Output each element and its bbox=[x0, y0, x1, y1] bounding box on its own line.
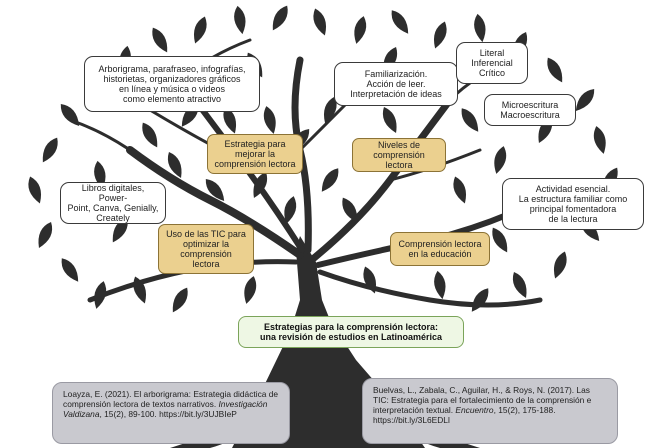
detail-familiarizacion: Familiarización. Acción de leer. Interpr… bbox=[334, 62, 458, 106]
reference-left: Loayza, E. (2021). El arborigrama: Estra… bbox=[52, 382, 290, 444]
detail-literal: Literal Inferencial Crítico bbox=[456, 42, 528, 84]
center-title: Estrategias para la comprensión lectora:… bbox=[238, 316, 464, 348]
leaf-shape bbox=[42, 137, 58, 163]
leaf-shape bbox=[172, 287, 188, 313]
leaf-shape bbox=[433, 21, 447, 49]
leaf-shape bbox=[547, 57, 563, 83]
detail-libros: Libros digitales, Power- Point, Canva, G… bbox=[60, 182, 166, 224]
leaf-shape bbox=[61, 258, 79, 282]
reference-right-tail: , 15(2), 175-188. https://bit.ly/3L6EDLl bbox=[373, 405, 556, 425]
leaf-shape bbox=[342, 197, 358, 223]
leaf-shape bbox=[223, 106, 237, 134]
leaf-shape bbox=[133, 276, 147, 304]
node-niveles: Niveles de comprensión lectora bbox=[352, 138, 446, 172]
node-educacion: Comprensión lectora en la educación bbox=[390, 232, 490, 266]
leaf-shape bbox=[553, 251, 567, 279]
leaf-shape bbox=[363, 266, 377, 294]
leaf-shape bbox=[575, 89, 595, 111]
leaf-shape bbox=[382, 107, 397, 133]
reference-right-text: Buelvas, L., Zabala, C., Aguilar, H., & … bbox=[373, 385, 592, 415]
reference-right: Buelvas, L., Zabala, C., Aguilar, H., & … bbox=[362, 378, 618, 444]
center-title-text: Estrategias para la comprensión lectora:… bbox=[259, 322, 443, 342]
node-tic-text: Uso de las TIC para optimizar la compren… bbox=[166, 229, 246, 269]
leaf-shape bbox=[494, 146, 507, 174]
leaf-shape bbox=[474, 13, 486, 43]
detail-literal-text: Literal Inferencial Crítico bbox=[471, 48, 513, 78]
tree-leaves bbox=[28, 5, 618, 313]
leaf-shape bbox=[313, 8, 327, 36]
detail-actividad-text: Actividad esencial. La estructura famili… bbox=[518, 184, 628, 224]
detail-arborigrama-text: Arborigrama, parafraseo, infografías, hi… bbox=[98, 64, 246, 104]
detail-microescritura: Microescritura Macroescritura bbox=[484, 94, 576, 126]
leaf-shape bbox=[391, 10, 409, 34]
leaf-shape bbox=[323, 96, 337, 124]
leaf-shape bbox=[492, 227, 508, 253]
node-estrategia: Estrategia para mejorar la comprensión l… bbox=[207, 134, 303, 174]
detail-libros-text: Libros digitales, Power- Point, Canva, G… bbox=[67, 183, 159, 223]
leaf-shape bbox=[38, 222, 53, 248]
leaf-shape bbox=[321, 168, 339, 192]
leaf-shape bbox=[60, 104, 80, 126]
leaf-shape bbox=[453, 176, 467, 204]
reference-left-journal: Investigación Valdizana bbox=[63, 399, 268, 419]
leaf-shape bbox=[354, 16, 367, 44]
leaf-shape bbox=[253, 172, 268, 198]
reference-right-journal: Encuentro bbox=[455, 405, 494, 415]
detail-familiarizacion-text: Familiarización. Acción de leer. Interpr… bbox=[350, 69, 442, 99]
leaf-shape bbox=[284, 196, 297, 224]
reference-left-tail: , 15(2), 89-100. https://bit.ly/3UJBIeP bbox=[99, 409, 237, 419]
leaf-shape bbox=[244, 276, 257, 304]
leaf-shape bbox=[593, 126, 606, 154]
leaf-shape bbox=[152, 27, 168, 53]
leaf-shape bbox=[471, 288, 489, 312]
node-estrategia-text: Estrategia para mejorar la comprensión l… bbox=[214, 139, 296, 169]
leaf-shape bbox=[28, 176, 42, 204]
detail-microescritura-text: Microescritura Macroescritura bbox=[500, 100, 560, 120]
leaf-shape bbox=[263, 106, 276, 134]
leaf-shape bbox=[167, 152, 182, 178]
node-tic: Uso de las TIC para optimizar la compren… bbox=[158, 224, 254, 274]
leaf-shape bbox=[461, 108, 479, 132]
node-educacion-text: Comprensión lectora en la educación bbox=[398, 239, 482, 259]
leaf-shape bbox=[205, 179, 225, 201]
leaf-shape bbox=[142, 122, 158, 148]
detail-arborigrama: Arborigrama, parafraseo, infografías, hi… bbox=[84, 56, 260, 112]
node-niveles-text: Niveles de comprensión lectora bbox=[373, 140, 425, 170]
detail-actividad: Actividad esencial. La estructura famili… bbox=[502, 178, 644, 230]
leaf-shape bbox=[193, 16, 207, 44]
leaf-shape bbox=[434, 270, 446, 300]
leaf-shape bbox=[512, 272, 527, 298]
leaf-shape bbox=[94, 281, 107, 309]
leaf-shape bbox=[234, 5, 246, 35]
leaf-shape bbox=[272, 5, 288, 31]
reference-left-text: Loayza, E. (2021). El arborigrama: Estra… bbox=[63, 389, 279, 409]
